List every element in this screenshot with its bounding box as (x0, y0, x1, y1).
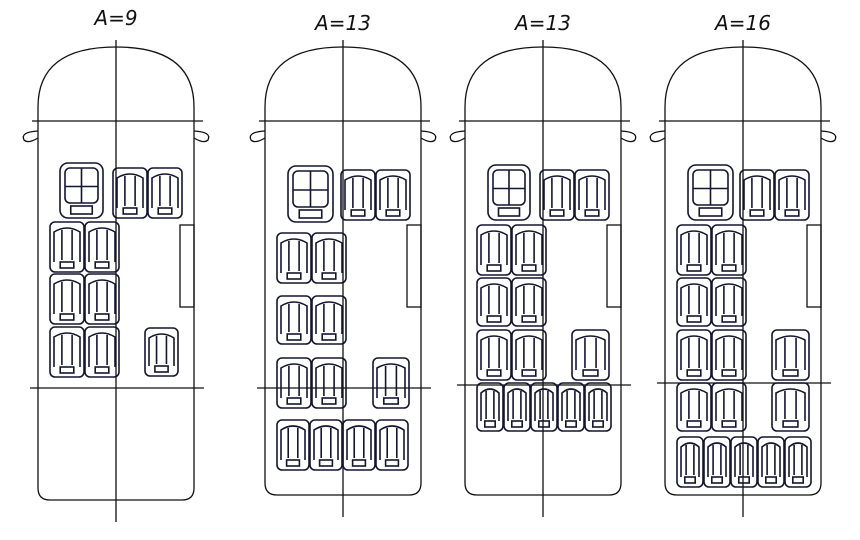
passenger-seat-icon (309, 419, 343, 471)
passenger-seat-icon (584, 382, 612, 432)
right-mirror-icon (420, 130, 437, 143)
passenger-seat-icon (276, 295, 312, 345)
passenger-seat-icon (276, 419, 310, 471)
passenger-seat-icon (771, 382, 810, 432)
passenger-seat-icon (276, 357, 312, 409)
passenger-seat-icon (375, 419, 409, 471)
passenger-seat-icon (276, 232, 312, 284)
passenger-seat-icon (730, 436, 758, 488)
passenger-seat-icon (147, 167, 183, 219)
passenger-seat-icon (703, 436, 731, 488)
van-body-outline (664, 46, 822, 496)
van-layout-1 (22, 40, 210, 522)
passenger-seat-icon (49, 221, 85, 273)
passenger-seat-icon (112, 167, 148, 219)
passenger-seat-icon (84, 326, 120, 378)
passenger-seat-icon (676, 436, 704, 488)
passenger-seat-icon (84, 221, 120, 273)
passenger-seat-icon (476, 224, 512, 276)
driver-seat-icon (287, 165, 334, 223)
passenger-seat-icon (711, 224, 747, 276)
passenger-seat-icon (476, 329, 512, 381)
passenger-seat-icon (557, 382, 585, 432)
passenger-seat-icon (476, 382, 504, 432)
passenger-seat-icon (539, 169, 575, 221)
passenger-seat-icon (342, 419, 376, 471)
layout-label-4: A=16 (713, 11, 771, 35)
passenger-seat-icon (530, 382, 558, 432)
side-door (179, 224, 195, 308)
passenger-seat-icon (676, 224, 712, 276)
van-body-outline (37, 46, 195, 501)
passenger-seat-icon (311, 232, 347, 284)
left-mirror-icon (22, 130, 39, 143)
passenger-seat-icon (676, 277, 712, 327)
passenger-seat-icon (511, 277, 547, 327)
van-body-outline (464, 46, 622, 496)
driver-seat-icon (487, 164, 531, 221)
van-layout-2 (249, 40, 437, 517)
layout-label-2: A=13 (313, 11, 371, 35)
right-mirror-icon (820, 130, 837, 143)
passenger-seat-icon (711, 382, 747, 432)
passenger-seat-icon (476, 277, 512, 327)
right-mirror-icon (620, 130, 637, 143)
driver-seat-icon (687, 164, 734, 221)
side-door (806, 224, 822, 308)
passenger-seat-icon (676, 329, 712, 381)
passenger-seat-icon (511, 224, 547, 276)
side-door (406, 224, 422, 308)
passenger-seat-icon (340, 169, 376, 221)
passenger-seat-icon (574, 169, 610, 221)
passenger-seat-icon (739, 169, 775, 221)
passenger-seat-icon (511, 329, 547, 381)
side-door (606, 224, 622, 308)
van-layout-3 (449, 40, 637, 517)
passenger-seat-icon (571, 329, 610, 381)
van-body-outline (264, 46, 422, 496)
van-layout-4 (649, 40, 837, 517)
driver-seat-icon (59, 162, 104, 219)
right-mirror-icon (193, 130, 210, 143)
layout-label-1: A=9 (92, 6, 137, 30)
passenger-seat-icon (375, 169, 411, 221)
passenger-seat-icon (711, 329, 747, 381)
passenger-seat-icon (757, 436, 785, 488)
passenger-seat-icon (49, 273, 85, 325)
passenger-seat-icon (372, 357, 410, 409)
passenger-seat-icon (784, 436, 812, 488)
passenger-seat-icon (503, 382, 531, 432)
passenger-seat-icon (676, 382, 712, 432)
passenger-seat-icon (84, 273, 120, 325)
layout-label-3: A=13 (513, 11, 571, 35)
passenger-seat-icon (144, 327, 179, 377)
left-mirror-icon (449, 130, 466, 143)
passenger-seat-icon (771, 329, 810, 381)
left-mirror-icon (649, 130, 666, 143)
passenger-seat-icon (49, 326, 85, 378)
passenger-seat-icon (774, 169, 810, 221)
left-mirror-icon (249, 130, 266, 143)
passenger-seat-icon (311, 357, 347, 409)
passenger-seat-icon (311, 295, 347, 345)
passenger-seat-icon (711, 277, 747, 327)
